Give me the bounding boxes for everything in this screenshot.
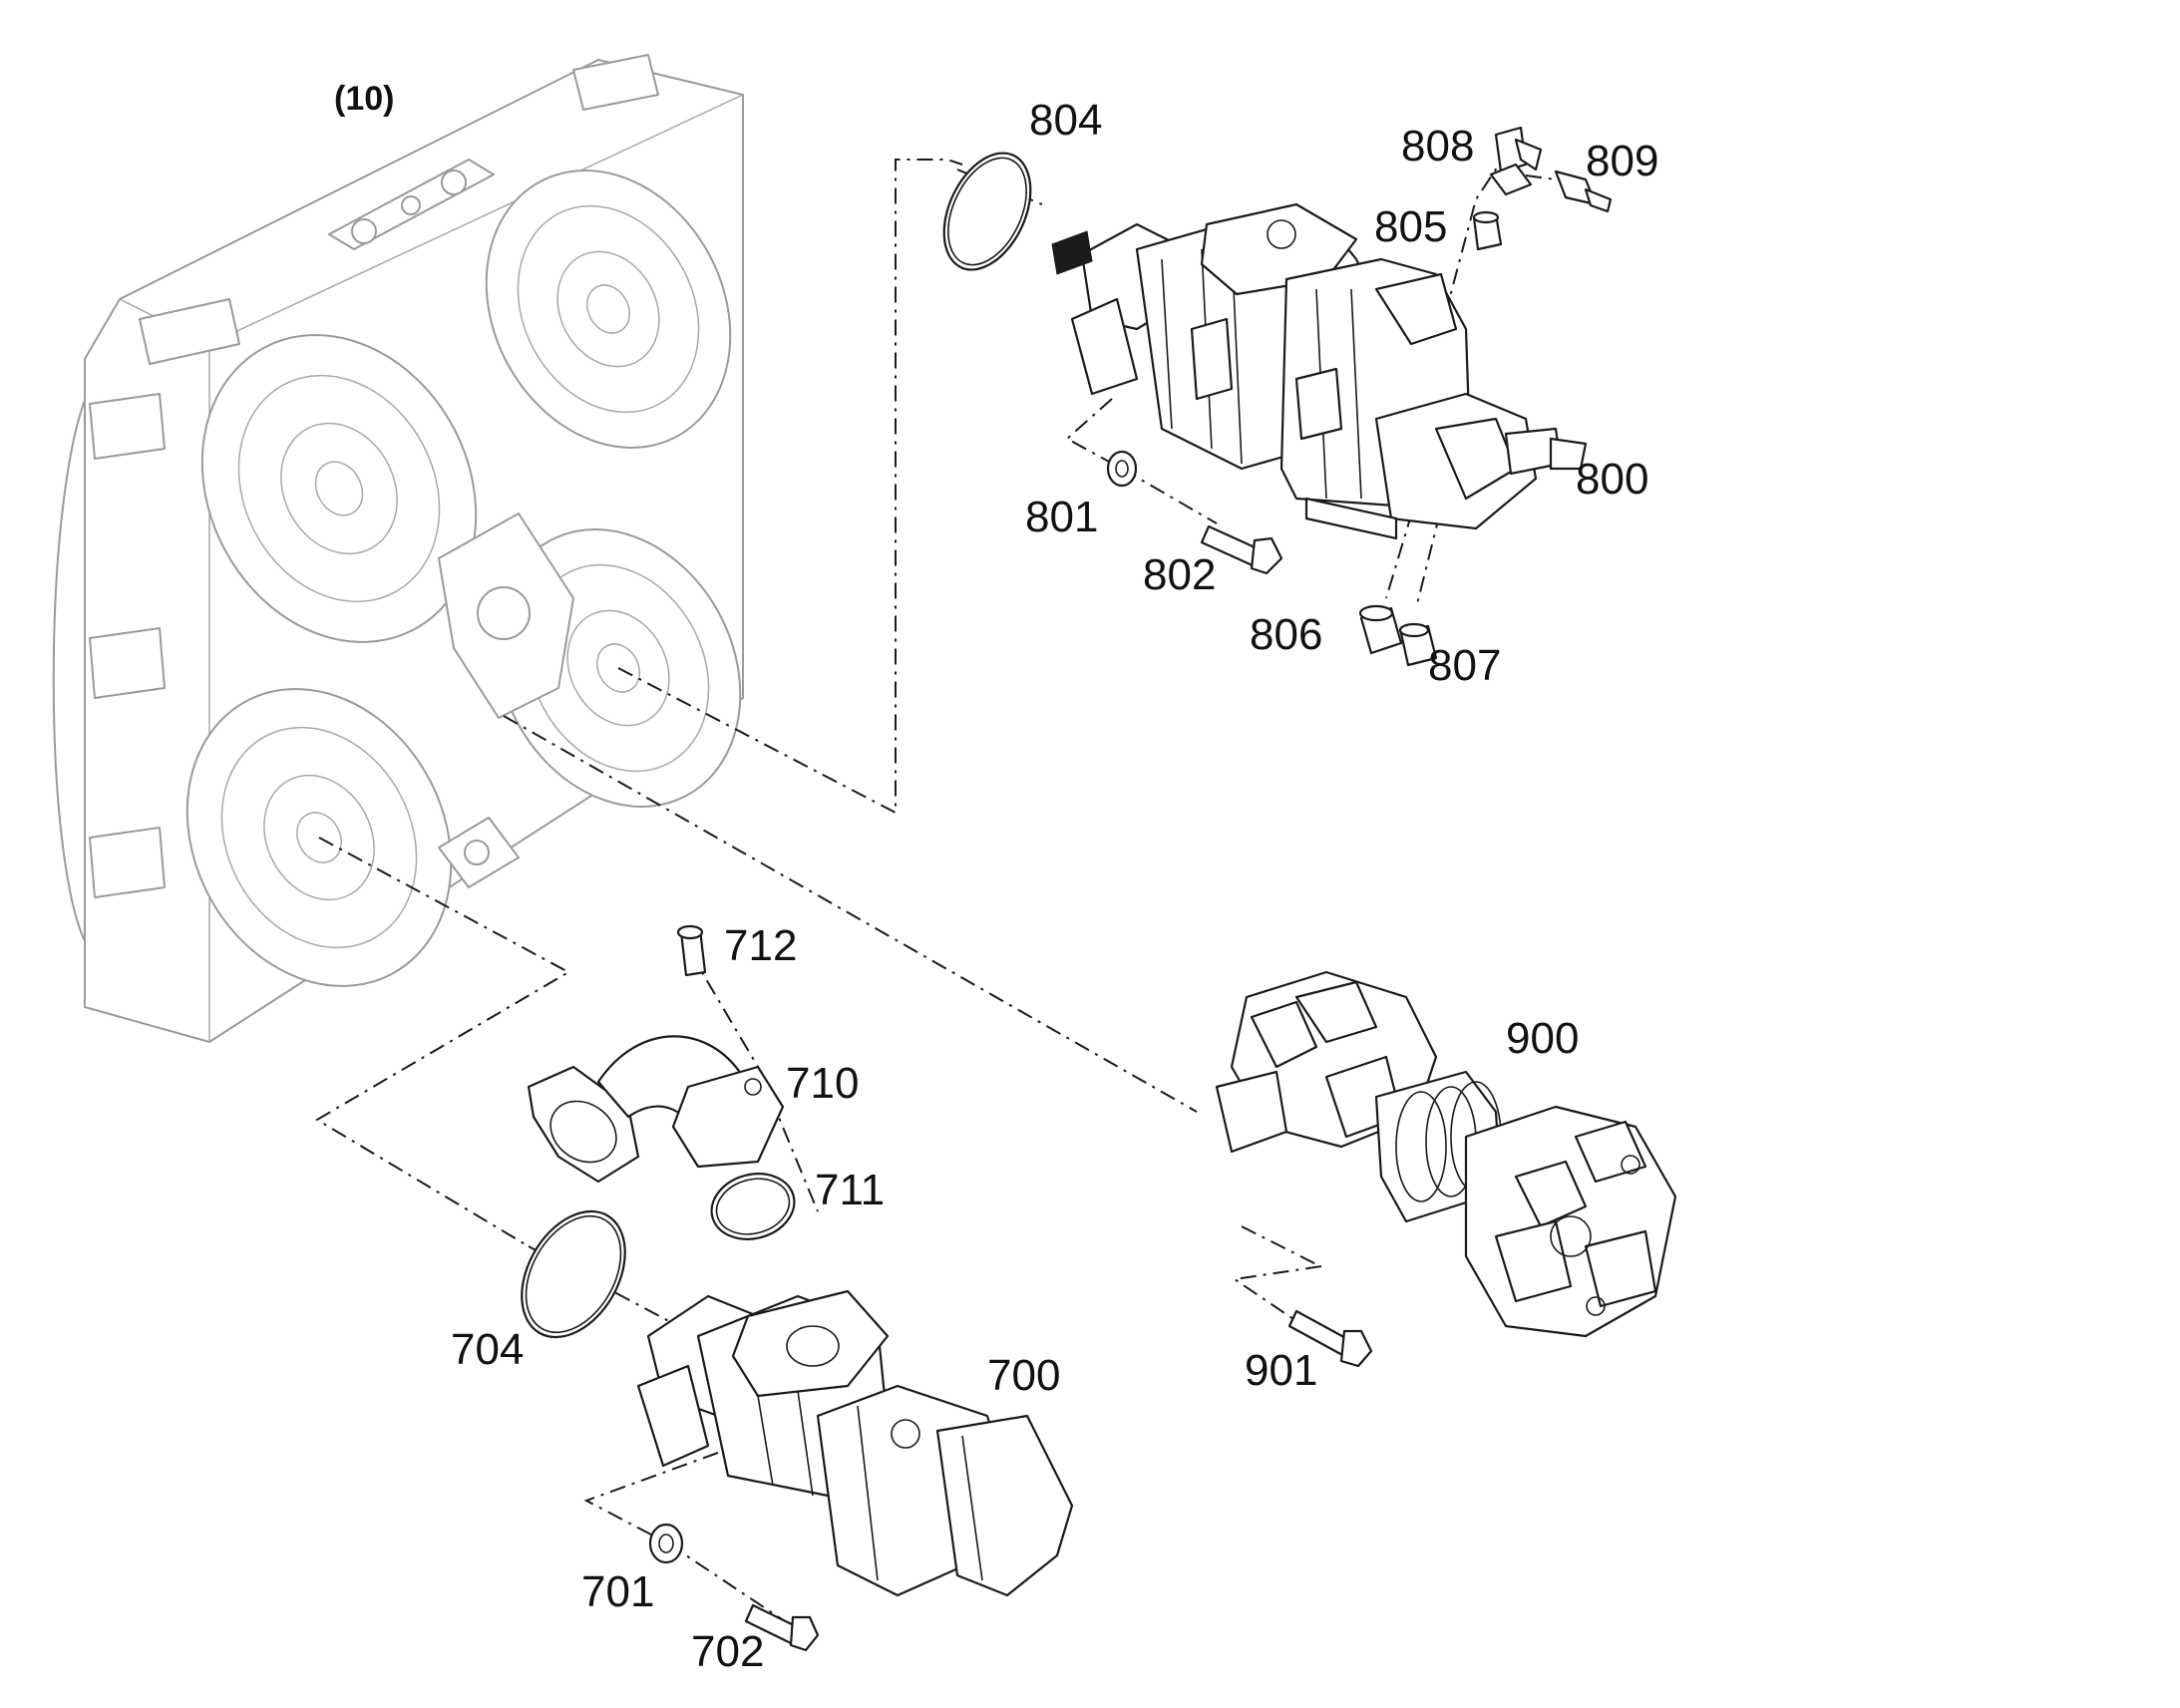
callout-805: 805 [1374,202,1447,251]
o-ring-704 [521,1209,626,1339]
callout-801: 801 [1025,493,1098,541]
adapter-809 [1554,170,1613,213]
gearbox-housing [52,54,744,1043]
tee-fitting-808 [1489,126,1543,196]
callout-712: 712 [724,921,797,970]
washer-701 [648,1523,684,1564]
hydraulic-pump-800 [1051,202,1588,540]
callout-701: 701 [581,1567,654,1616]
washer-801 [1106,450,1138,488]
callout-702: 702 [691,1627,764,1676]
o-ring-711 [710,1173,796,1240]
callout-700: 700 [987,1351,1060,1400]
hydraulic-pump-700 [636,1289,1074,1597]
callout-901: 901 [1245,1346,1317,1395]
callout-808: 808 [1401,122,1474,171]
callout-900: 900 [1506,1014,1579,1063]
callout-807: 807 [1428,641,1501,690]
fitting-807 [1398,622,1438,667]
callout-809: 809 [1586,137,1658,185]
bolt-802 [1200,524,1283,575]
drive-shaft-900 [1215,970,1677,1338]
assembly-label-10: (10) [334,80,394,118]
bolt-901 [1287,1309,1373,1368]
elbow-710 [527,1035,785,1184]
callout-800: 800 [1576,455,1648,504]
callout-711: 711 [815,1166,885,1214]
callout-710: 710 [786,1059,859,1108]
callout-704: 704 [451,1325,524,1374]
callout-804: 804 [1029,96,1102,145]
callout-806: 806 [1250,610,1322,659]
fitting-805 [1472,210,1503,251]
screw-712 [676,924,707,977]
bolt-702 [744,1603,820,1652]
callout-802: 802 [1143,550,1216,599]
o-ring-804 [942,152,1032,271]
fitting-806 [1358,604,1403,655]
leader-lines [315,149,1557,1624]
callout-labels: (10) 804 808 809 805 800 801 802 806 807… [334,80,1658,1676]
